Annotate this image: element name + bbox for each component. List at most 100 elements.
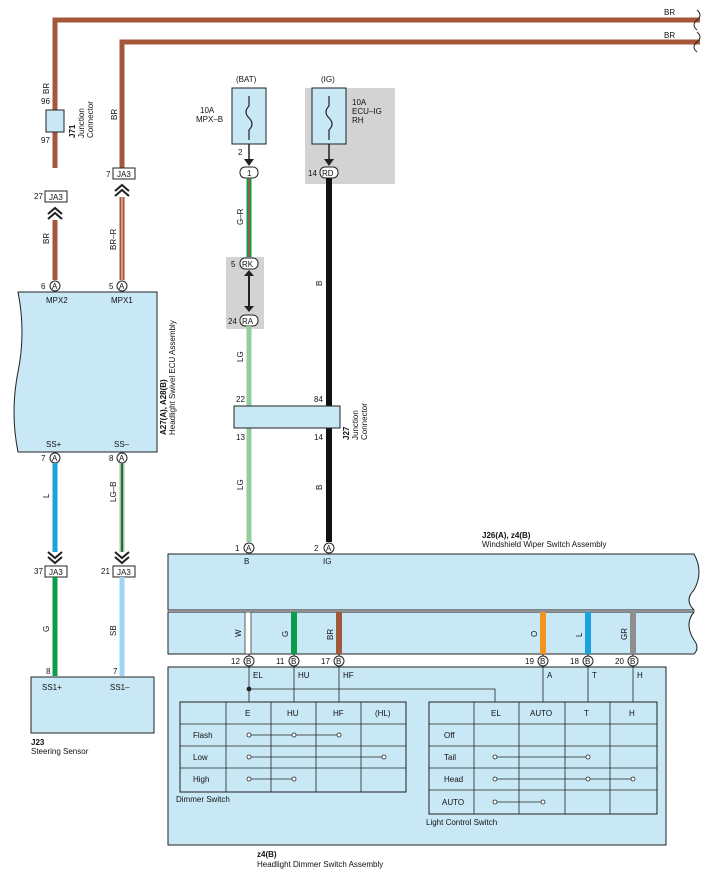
pin-84: 84 bbox=[314, 395, 323, 404]
rk-arrow-up bbox=[244, 270, 254, 276]
ecu-terminal-ss-plus: SS+ bbox=[46, 440, 62, 449]
wire-code-o: O bbox=[530, 631, 539, 637]
j71-name-line2: Connector bbox=[86, 101, 95, 138]
light-control-table bbox=[428, 701, 658, 815]
wire-code-l: L bbox=[42, 493, 51, 498]
wire-code-lg-1: LG bbox=[236, 351, 245, 362]
fuse-ig-name-line1: ECU–IG bbox=[352, 107, 382, 116]
j71-code: J71 bbox=[68, 124, 77, 138]
fuse-ig-icon bbox=[325, 96, 333, 140]
light-col-auto: AUTO bbox=[530, 709, 552, 718]
dimmer-switch-title: Dimmer Switch bbox=[176, 795, 230, 804]
wiper-pin-2-conn: A bbox=[326, 544, 332, 553]
dimmer-continuity-marks bbox=[246, 732, 387, 782]
dimmer-row-flash: Flash bbox=[193, 731, 213, 740]
wire-code-lg-b: LG–B bbox=[109, 482, 118, 502]
pin-1: 1 bbox=[235, 544, 240, 553]
pin-37: 37 bbox=[34, 567, 43, 576]
dimmer-row-high: High bbox=[193, 775, 209, 784]
j27-connector-box bbox=[233, 405, 341, 429]
pin-7-ja3: 7 bbox=[106, 170, 111, 179]
dimmer-pin-18-circle bbox=[582, 655, 594, 667]
wiper-terminal-ig: IG bbox=[323, 557, 331, 566]
wiper-code: J26(A), z4(B) bbox=[482, 531, 531, 540]
connector-rk bbox=[239, 257, 259, 270]
wire-code-br-1: BR bbox=[664, 8, 675, 17]
wire-code-br-5: BR bbox=[110, 109, 119, 120]
wiper-pin-2-circle bbox=[323, 542, 335, 554]
j27-name-line2: Connector bbox=[360, 403, 369, 440]
dimmer-pin-11-circle bbox=[288, 655, 300, 667]
wire-code-br-harness: BR bbox=[326, 629, 335, 640]
dimmer-col-hf: HF bbox=[333, 709, 344, 718]
wire-code-br-r: BR–R bbox=[109, 228, 118, 250]
ecu-pin-8-conn: A bbox=[119, 454, 125, 463]
ecu-name: Headlight Swivel ECU Assembly bbox=[168, 320, 177, 435]
fuse-bat-arrow bbox=[244, 159, 254, 166]
pin-6: 6 bbox=[41, 282, 46, 291]
light-continuity-marks bbox=[492, 754, 636, 805]
light-col-t: T bbox=[584, 709, 589, 718]
wiper-pin-1-conn: A bbox=[246, 544, 252, 553]
dimmer-terminal-el: EL bbox=[253, 671, 263, 680]
dimmer-terminal-hu: HU bbox=[298, 671, 310, 680]
ja3-connector-left bbox=[44, 190, 68, 203]
dimmer-pin-20-conn: B bbox=[630, 657, 635, 666]
connector-rd-label: RD bbox=[322, 169, 334, 178]
light-col-el: EL bbox=[491, 709, 501, 718]
connector-rk-label: RK bbox=[242, 260, 254, 269]
connector-chevron-left-lower bbox=[47, 551, 63, 565]
ja3-connector-mid bbox=[112, 167, 136, 180]
ecu-pin-7-conn: A bbox=[52, 454, 58, 463]
j27-name-line1: Junction bbox=[351, 410, 360, 440]
wire-code-l-harness: L bbox=[575, 632, 584, 637]
ecu-pin-5-circle bbox=[116, 280, 128, 292]
dimmer-col-hu: HU bbox=[287, 709, 299, 718]
pin-14-j27: 14 bbox=[314, 433, 323, 442]
wire-code-br-2: BR bbox=[664, 31, 675, 40]
j27-code: J27 bbox=[342, 426, 351, 440]
dimmer-col-hl: (HL) bbox=[375, 709, 391, 718]
pin-27: 27 bbox=[34, 192, 43, 201]
fuse-bat-source: (BAT) bbox=[236, 75, 257, 84]
light-row-auto: AUTO bbox=[442, 798, 464, 807]
sensor-pin-7: 7 bbox=[113, 667, 118, 676]
dimmer-pin-19-conn: B bbox=[540, 657, 545, 666]
ja3-label-mid-lower: JA3 bbox=[117, 568, 131, 577]
wire-code-br-3: BR bbox=[42, 83, 51, 94]
ja3-label-left: JA3 bbox=[49, 193, 63, 202]
pin-2-wiper: 2 bbox=[314, 544, 319, 553]
wiper-switch-lower-box bbox=[167, 611, 698, 655]
light-col-h: H bbox=[629, 709, 635, 718]
pin-18: 18 bbox=[570, 657, 579, 666]
dimmer-pin-17-circle bbox=[333, 655, 345, 667]
dimmer-col-e: E bbox=[245, 709, 250, 718]
connector-chevron-mid-lower bbox=[114, 551, 130, 565]
connector-chevron-left-upper bbox=[47, 206, 63, 220]
dimmer-terminal-hf: HF bbox=[343, 671, 354, 680]
wire-code-g-left: G bbox=[42, 626, 51, 632]
dimmer-pin-11-conn: B bbox=[291, 657, 296, 666]
ecu-pin-6-circle bbox=[49, 280, 61, 292]
pin-96: 96 bbox=[41, 97, 50, 106]
fuse-ig-rating: 10A bbox=[352, 98, 367, 107]
pin-21: 21 bbox=[101, 567, 110, 576]
pin-20: 20 bbox=[615, 657, 624, 666]
fuse-ig-arrow bbox=[324, 159, 334, 166]
wire-code-b-1: B bbox=[315, 281, 324, 286]
wire-code-gr: GR bbox=[620, 628, 629, 640]
pin-11: 11 bbox=[276, 657, 285, 666]
pin-7-ecu: 7 bbox=[41, 454, 46, 463]
ja3-label-mid: JA3 bbox=[117, 170, 131, 179]
fuse-ig-source: (IG) bbox=[321, 75, 335, 84]
dimmer-pin-20-circle bbox=[627, 655, 639, 667]
light-row-off: Off bbox=[444, 731, 455, 740]
pin-5: 5 bbox=[109, 282, 114, 291]
dimmer-pin-17-conn: B bbox=[336, 657, 341, 666]
light-row-head: Head bbox=[444, 775, 463, 784]
fuse-bat-icon bbox=[245, 96, 253, 140]
dimmer-switch-table bbox=[179, 701, 407, 793]
ecu-pin-5-conn: A bbox=[119, 282, 125, 291]
wire-code-g-r: G–R bbox=[236, 208, 245, 225]
dimmer-assembly-code: z4(B) bbox=[257, 850, 277, 859]
